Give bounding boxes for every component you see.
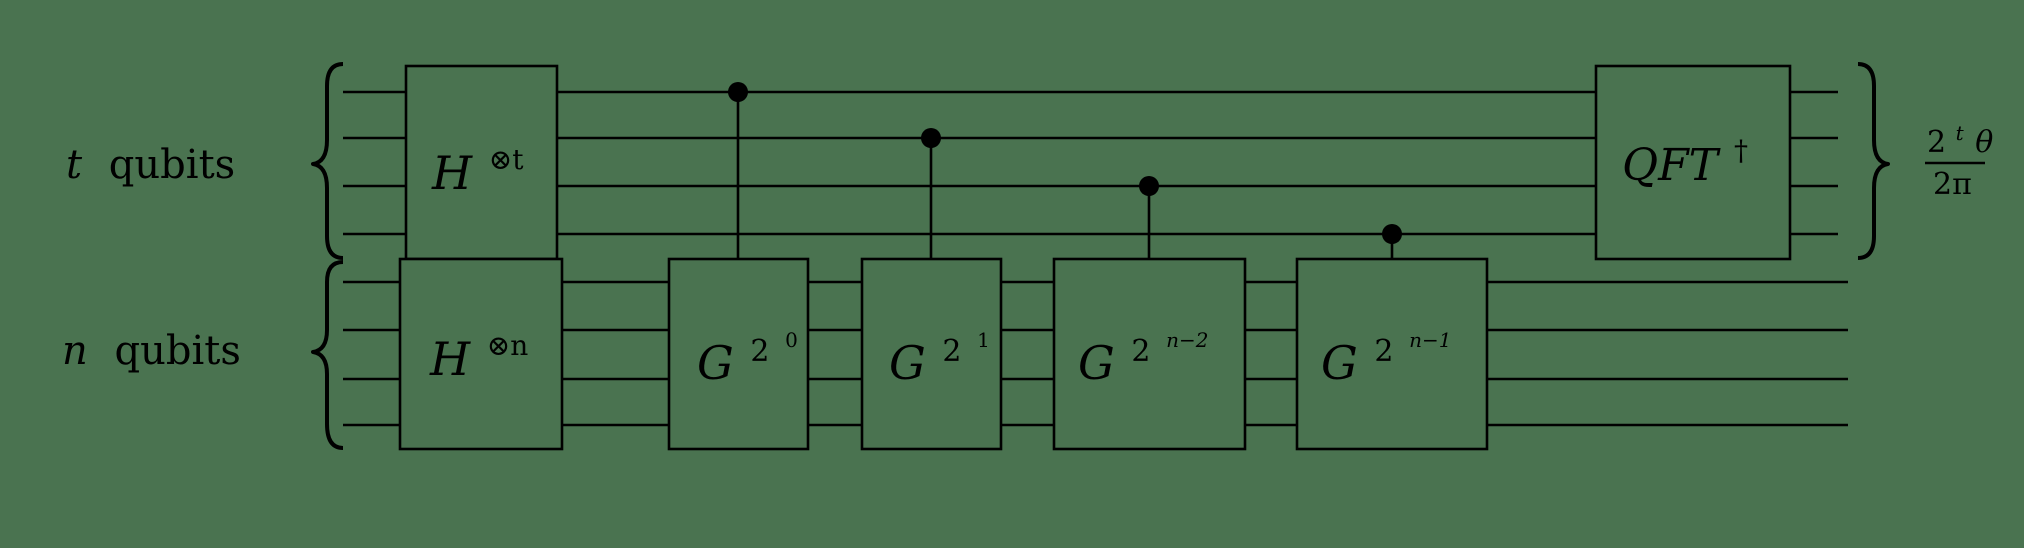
controlled-g-gate-0 (667, 257, 810, 451)
controlled-g-gate-2 (1052, 257, 1247, 451)
output-numerator-base: 2 (1927, 125, 1946, 160)
g0-sup2: 0 (785, 328, 798, 352)
g0-sup1: 2 (750, 334, 769, 369)
output-phase-fraction: 2 t θ 2π (1925, 113, 1993, 202)
hadamard-n-sup: ⊗n (487, 329, 529, 362)
inverse-qft-base: QFT (1622, 140, 1722, 191)
g1-sup1: 2 (942, 334, 961, 369)
t-register-symbol: t (66, 142, 83, 188)
output-numerator: 2 t θ (1927, 113, 1993, 160)
output-brace (1857, 62, 1890, 260)
output-numerator-var: θ (1975, 125, 1993, 160)
g2-sup1: 2 (1131, 334, 1150, 369)
hadamard-t-base: H (431, 146, 473, 200)
inverse-qft-sup: † (1734, 134, 1748, 167)
g1-base: G (889, 336, 926, 390)
hadamard-n-gate (398, 257, 564, 451)
t-register-label: t qubits (66, 142, 235, 188)
controlled-g-gate-1 (860, 257, 1003, 451)
controlled-g-gate-3 (1295, 257, 1489, 451)
inverse-qft-gate (1594, 64, 1792, 261)
control-dot-2 (1139, 176, 1159, 196)
hadamard-t-sup: ⊗t (489, 143, 524, 176)
hadamard-n-base: H (429, 332, 471, 386)
t-register-brace (311, 62, 344, 260)
hadamard-t-gate (404, 64, 559, 261)
output-numerator-exp: t (1956, 121, 1965, 145)
g2-base: G (1078, 336, 1115, 390)
control-dot-0 (728, 82, 748, 102)
n-register-brace (311, 260, 344, 450)
g0-label: G 2 0 (697, 318, 798, 390)
t-register-word: qubits (109, 142, 235, 188)
control-dot-3 (1382, 224, 1402, 244)
n-register-label: n qubits (62, 328, 241, 374)
g3-base: G (1321, 336, 1358, 390)
control-dot-1 (921, 128, 941, 148)
output-denominator: 2π (1933, 167, 1972, 202)
n-register-symbol: n (62, 328, 88, 374)
g3-sup1: 2 (1374, 334, 1393, 369)
g1-sup2: 1 (977, 328, 990, 352)
g3-label: G 2 n−1 (1321, 318, 1451, 390)
g1-label: G 2 1 (889, 318, 990, 390)
g0-base: G (697, 336, 734, 390)
t-register-wires (343, 90, 1838, 236)
g2-label: G 2 n−2 (1078, 318, 1208, 390)
g2-sup2: n−2 (1166, 328, 1208, 352)
hadamard-n-label: H ⊗n (429, 329, 528, 386)
inverse-qft-label: QFT † (1622, 134, 1748, 191)
g3-sup2: n−1 (1409, 328, 1451, 352)
hadamard-t-label: H ⊗t (431, 143, 524, 200)
n-register-word: qubits (114, 328, 240, 374)
